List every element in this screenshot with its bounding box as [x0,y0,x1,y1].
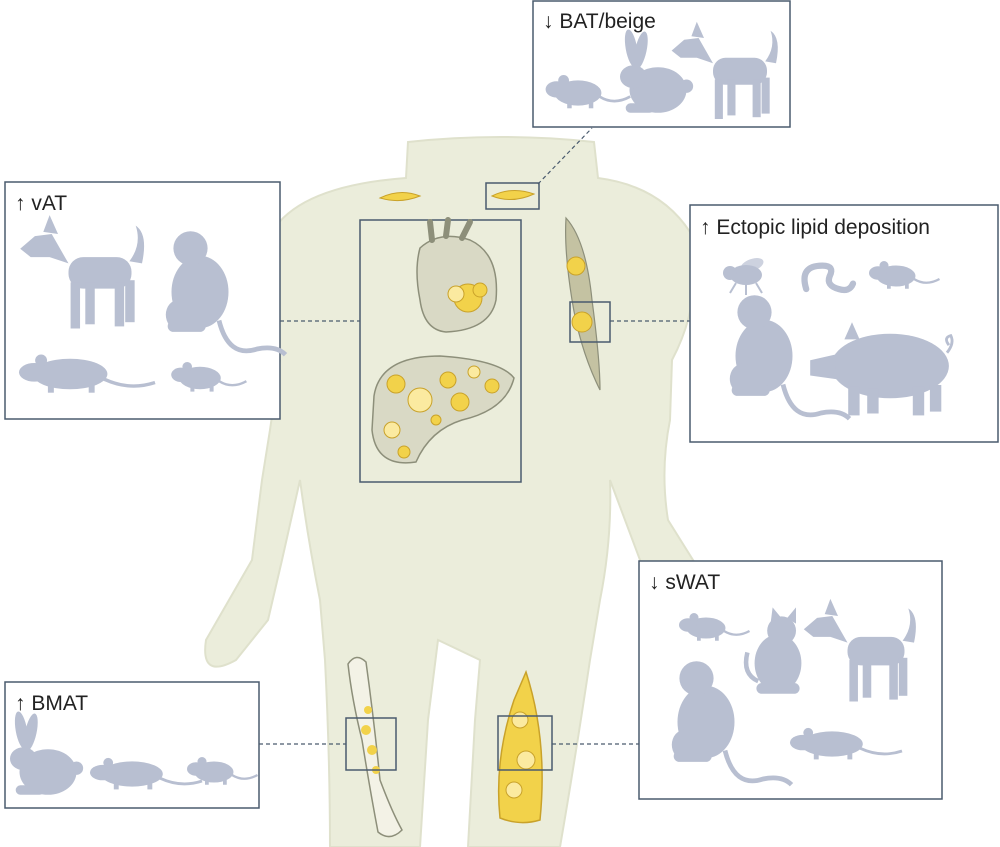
panel-bmat: ↑ BMAT [4,681,260,809]
ectopic-region-box[interactable] [569,301,611,343]
panel-ectopic: ↑ Ectopic lipid deposition [689,204,999,443]
panel-bmat-label: ↑ BMAT [15,692,88,715]
panel-swat: ↓ sWAT [638,560,943,800]
panel-bat: ↓ BAT/beige [532,0,791,128]
chest-box[interactable] [359,219,522,483]
panel-vat-label: ↑ vAT [15,192,67,215]
panel-swat-label: ↓ sWAT [649,571,720,594]
thigh-fat [497,669,553,824]
panel-ectopic-label: ↑ Ectopic lipid deposition [700,216,930,239]
panel-bat-label: ↓ BAT/beige [543,10,656,33]
clavicle-fat [378,182,540,210]
arm-muscle [565,216,611,391]
chest-organs [359,217,522,483]
liver-icon [371,355,515,464]
connector-lines [259,127,690,745]
swat-region-box[interactable] [497,715,553,771]
bat-region-box[interactable] [485,182,540,210]
panel-vat: ↑ vAT [4,181,286,420]
heart-icon [416,217,498,333]
